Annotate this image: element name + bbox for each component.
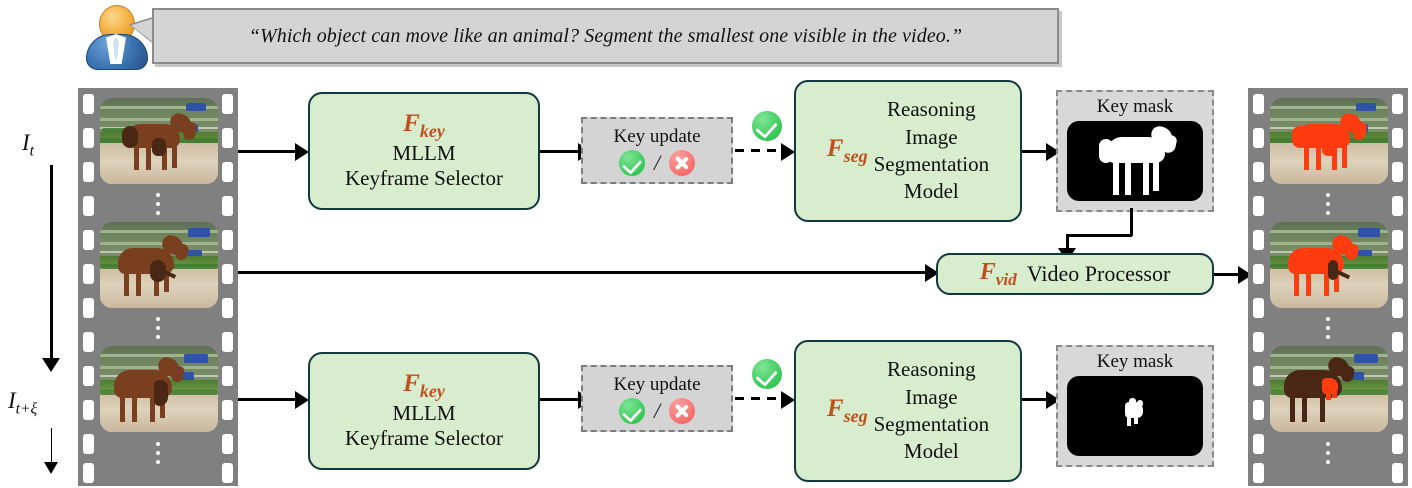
separator-slash: / — [653, 397, 661, 423]
time-label-end: It+ξ — [8, 388, 38, 418]
segmentation-line4-top: Model — [903, 179, 959, 204]
key-mask-caption-bottom: Key mask — [1096, 351, 1174, 372]
segmentation-line1-bottom: Reasoning — [887, 357, 976, 382]
frame-photo — [100, 222, 218, 308]
segmentation-line2-bottom: Image — [905, 384, 958, 409]
f-key-symbol-bottom: Fkey — [403, 369, 445, 401]
frame-photo — [100, 346, 218, 432]
output-frame-1[interactable] — [1270, 98, 1388, 184]
key-mask-image-bottom — [1067, 375, 1203, 456]
f-seg-symbol-top: Fseg — [826, 135, 868, 166]
input-frames-ellipsis-2 — [155, 317, 161, 339]
input-video-filmstrip[interactable] — [78, 88, 238, 486]
key-update-panel-bottom[interactable]: Key update / — [581, 365, 733, 432]
time-label-start: It — [22, 130, 35, 160]
key-mask-caption-top: Key mask — [1096, 96, 1174, 117]
video-processor-label: Video Processor — [1026, 261, 1171, 286]
segmentation-line3-top: Segmentation — [873, 152, 990, 176]
segmentation-model-bottom[interactable]: Fseg Reasoning Image Segmentation Model — [794, 340, 1022, 482]
arrowhead — [781, 391, 795, 409]
frame-photo-masked — [1270, 346, 1388, 432]
output-frames-ellipsis-3 — [1325, 442, 1331, 464]
segmentation-model-top[interactable]: Fseg Reasoning Image Segmentation Model — [794, 80, 1022, 222]
key-update-panel-top[interactable]: Key update / — [581, 117, 733, 184]
key-mask-image-top — [1067, 120, 1203, 201]
cross-circle-icon[interactable] — [669, 149, 696, 176]
time-axis-arrowhead-2 — [44, 462, 58, 474]
keyframe-selector-top[interactable]: Fkey MLLM Keyframe Selector — [308, 92, 540, 210]
input-frames-ellipsis-1 — [155, 193, 161, 215]
check-circle-icon[interactable] — [618, 149, 645, 176]
arrow-seg-to-keymask-top — [1022, 150, 1054, 153]
filmstrip-sprockets-right — [222, 88, 233, 486]
key-update-label-bottom: Key update — [613, 373, 701, 395]
user-question-bubble: “Which object can move like an animal? S… — [152, 8, 1059, 64]
output-frame-2[interactable] — [1270, 222, 1388, 308]
arrowhead — [295, 391, 309, 409]
dashed-arrow-keyupdate-to-seg-top — [735, 149, 783, 152]
key-update-icons-top: / — [618, 149, 696, 176]
filmstrip-sprockets-left — [83, 88, 94, 486]
frame-photo-masked — [1270, 98, 1388, 184]
input-frames-ellipsis-3 — [155, 442, 161, 464]
key-update-decision-check-icon-bottom — [752, 359, 782, 389]
video-processor-box[interactable]: Fvid Video Processor — [936, 253, 1214, 295]
user-avatar — [80, 4, 152, 70]
separator-slash: / — [653, 149, 661, 175]
check-circle-icon[interactable] — [618, 397, 645, 424]
key-update-label-top: Key update — [613, 125, 701, 147]
filmstrip-sprockets-left — [1253, 88, 1264, 486]
arrow-seg-to-keymask-bottom — [1022, 398, 1054, 401]
arrow-selector-to-keyupdate-bottom — [540, 398, 582, 401]
arrowhead — [295, 143, 309, 161]
time-axis-arrowhead — [42, 358, 60, 372]
arrow-frame2-to-video-processor — [238, 271, 938, 274]
keyframe-selector-line1-bottom: MLLM — [392, 400, 456, 425]
arrow-videoprocessor-to-output — [1214, 273, 1246, 276]
key-mask-panel-top[interactable]: Key mask — [1056, 90, 1214, 212]
keyframe-selector-bottom[interactable]: Fkey MLLM Keyframe Selector — [308, 352, 540, 470]
segmentation-line4-bottom: Model — [903, 439, 959, 464]
segmentation-line3-bottom: Segmentation — [873, 412, 990, 436]
dashed-arrow-keyupdate-to-seg-bottom — [735, 397, 783, 400]
input-frame-1[interactable] — [100, 98, 218, 184]
segmentation-line2-top: Image — [905, 124, 958, 149]
arrow-frame3-to-selector — [238, 398, 300, 401]
cross-circle-icon[interactable] — [669, 397, 696, 424]
user-question-text: “Which object can move like an animal? S… — [248, 24, 963, 47]
output-video-filmstrip[interactable] — [1248, 88, 1408, 486]
input-frame-3[interactable] — [100, 346, 218, 432]
input-frame-2[interactable] — [100, 222, 218, 308]
avatar-tie-icon — [113, 37, 119, 59]
arrow-frame1-to-selector — [238, 150, 300, 153]
key-update-icons-bottom: / — [618, 397, 696, 424]
keyframe-selector-line2-bottom: Keyframe Selector — [344, 425, 503, 450]
keyframe-selector-line2-top: Keyframe Selector — [344, 165, 503, 190]
time-axis-line-2 — [50, 428, 53, 466]
f-vid-symbol: Fvid — [979, 258, 1017, 289]
frame-photo-masked — [1270, 222, 1388, 308]
time-axis-line — [50, 165, 53, 360]
output-frames-ellipsis-2 — [1325, 317, 1331, 339]
arrow-keymask-down — [1130, 208, 1133, 236]
f-key-symbol-top: Fkey — [403, 109, 445, 141]
arrow-selector-to-keyupdate-top — [540, 150, 582, 153]
arrow-keymask-down2 — [1066, 234, 1069, 252]
arrowhead — [781, 143, 795, 161]
keyframe-selector-line1-top: MLLM — [392, 140, 456, 165]
key-update-decision-check-icon-top — [752, 111, 782, 141]
f-seg-symbol-bottom: Fseg — [826, 395, 868, 426]
arrow-keymask-left — [1066, 234, 1132, 237]
output-frame-3[interactable] — [1270, 346, 1388, 432]
filmstrip-sprockets-right — [1392, 88, 1403, 486]
key-mask-panel-bottom[interactable]: Key mask — [1056, 345, 1214, 467]
output-frames-ellipsis-1 — [1325, 193, 1331, 215]
segmentation-line1-top: Reasoning — [887, 97, 976, 122]
arrowhead — [925, 264, 939, 282]
frame-photo — [100, 98, 218, 184]
